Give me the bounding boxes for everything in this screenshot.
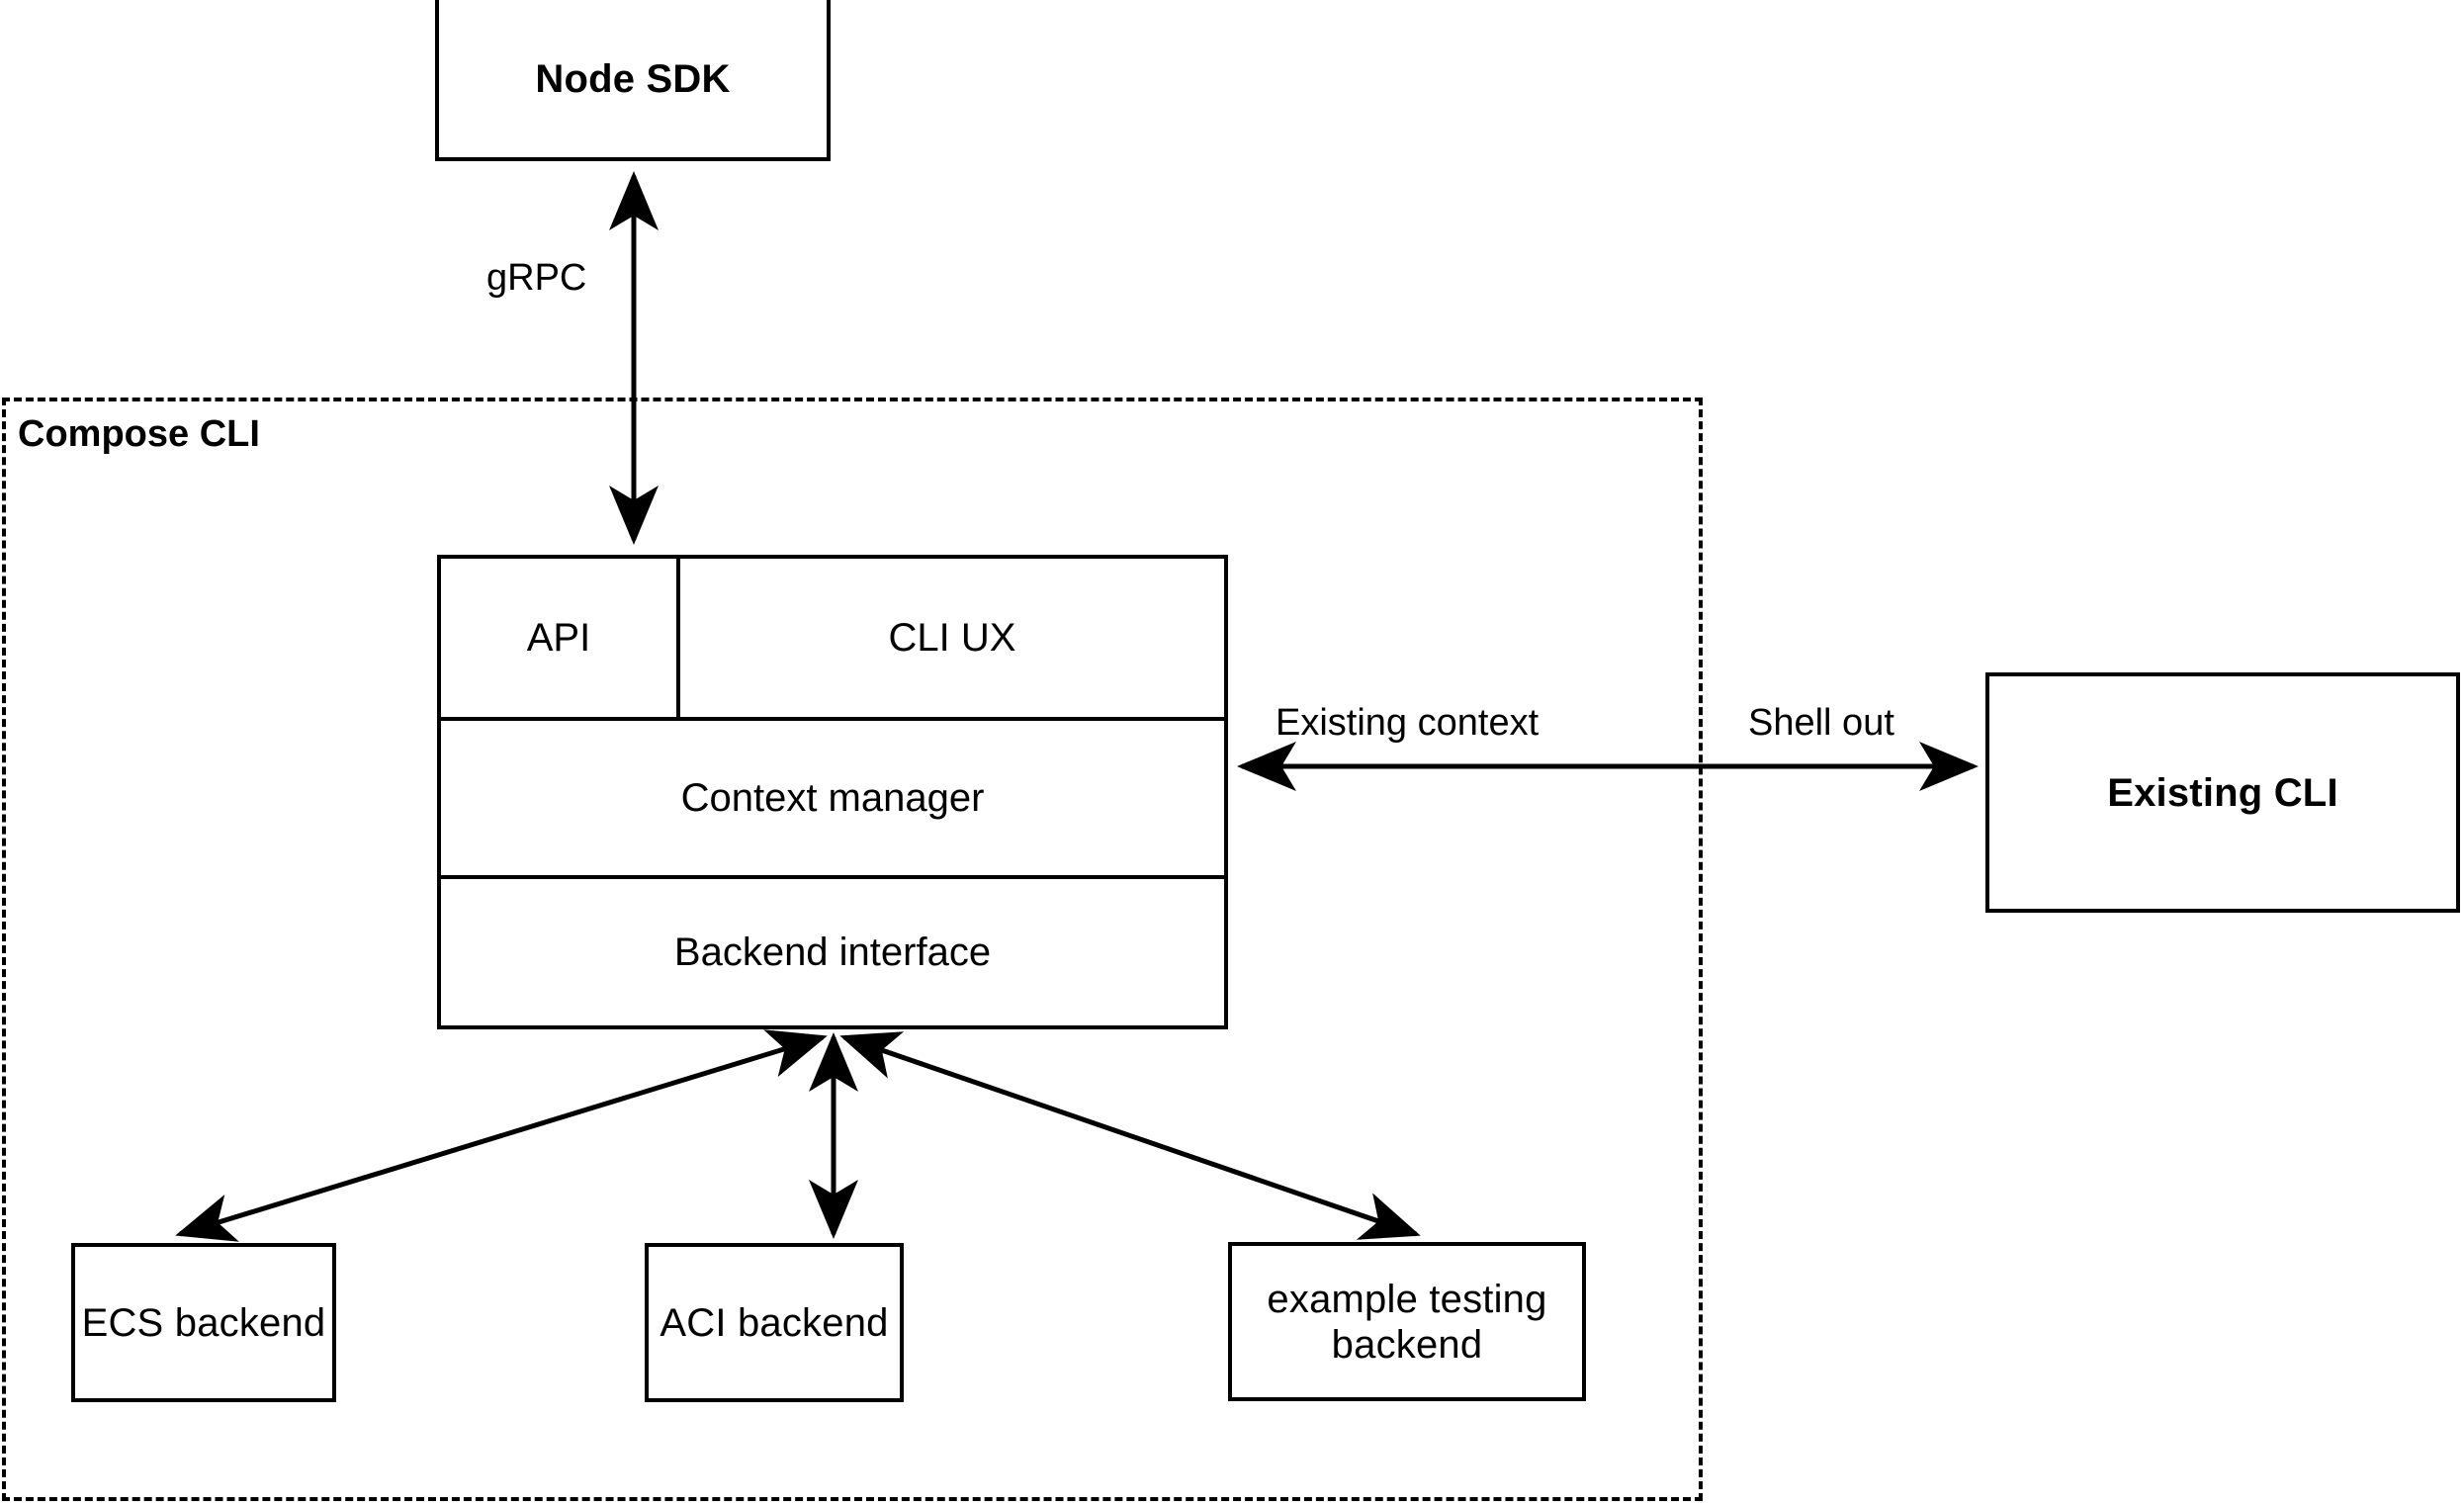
stack-row-context-manager: Context manager: [441, 717, 1224, 875]
compose-cli-group-boundary: [2, 398, 1703, 1501]
ecs-backend-box: ECS backend: [71, 1243, 336, 1402]
existing-cli-box: Existing CLI: [1985, 672, 2460, 913]
compose-cli-group-label: Compose CLI: [18, 413, 260, 455]
existing-context-edge-label: Existing context: [1276, 702, 1540, 744]
example-testing-backend-label: example testing backend: [1267, 1277, 1547, 1367]
existing-cli-label: Existing CLI: [2107, 770, 2338, 815]
shell-out-edge-label: Shell out: [1748, 702, 1894, 744]
stack-cell-api: API: [526, 615, 591, 660]
ecs-backend-label: ECS backend: [81, 1300, 326, 1345]
stack-row-backend-interface: Backend interface: [441, 875, 1224, 1025]
aci-backend-label: ACI backend: [660, 1300, 889, 1345]
example-testing-backend-box: example testing backend: [1228, 1242, 1586, 1401]
stack-cell-backend-interface: Backend interface: [673, 930, 992, 974]
node-sdk-label: Node SDK: [535, 56, 731, 101]
aci-backend-box: ACI backend: [645, 1243, 904, 1402]
compose-cli-stack: API CLI UX Context manager Backend inter…: [437, 555, 1228, 1029]
grpc-edge-label: gRPC: [486, 257, 587, 299]
stack-row-api-cliux: API CLI UX: [441, 559, 1224, 717]
stack-cell-context-manager: Context manager: [680, 775, 985, 820]
node-sdk-box: Node SDK: [435, 0, 831, 161]
stack-cell-cli-ux: CLI UX: [676, 559, 1224, 717]
